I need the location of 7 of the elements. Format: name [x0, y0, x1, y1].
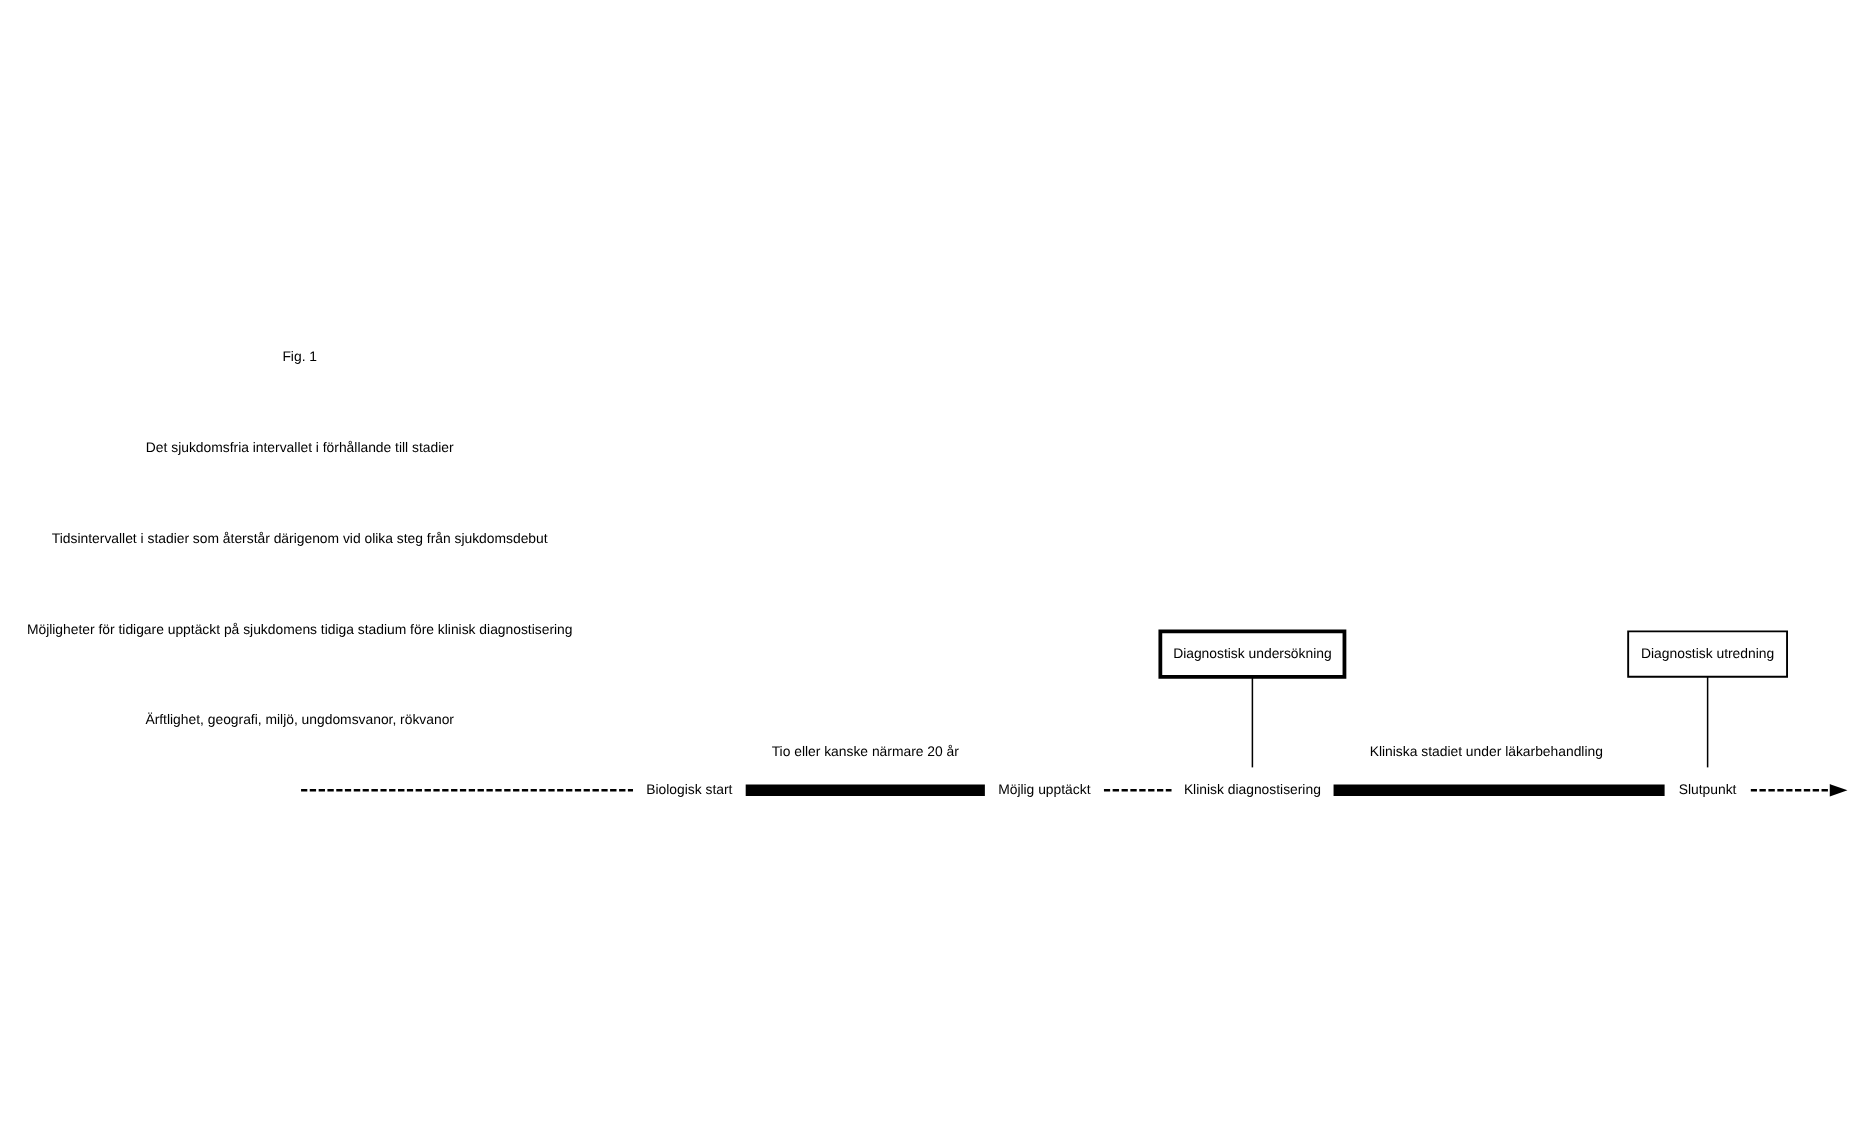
connector [1251, 675, 1254, 768]
arrow [1750, 783, 1848, 796]
connector [1706, 675, 1709, 768]
connector [745, 783, 985, 795]
connector [1333, 783, 1665, 795]
connector [301, 788, 633, 791]
connector [1103, 788, 1172, 791]
